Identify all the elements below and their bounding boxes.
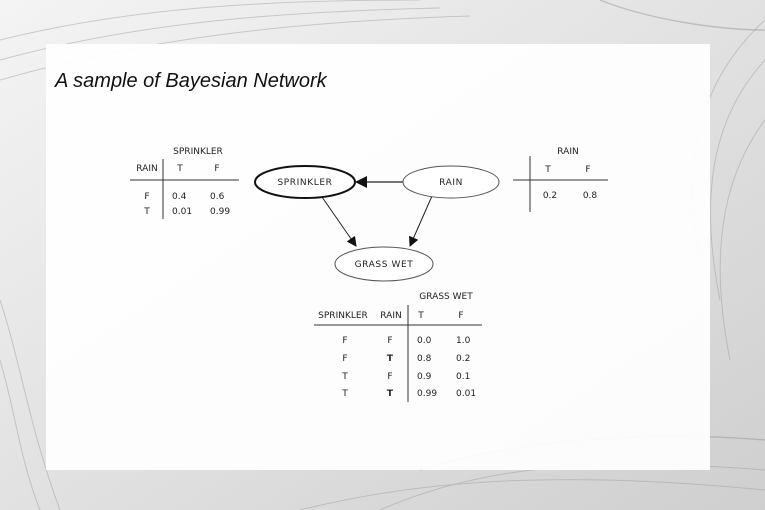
grass-wet-cpt-col-t: T: [417, 311, 424, 321]
grass-wet-cpt-header-rain: RAIN: [380, 311, 401, 321]
sprinkler-cpt-row1-rain: F: [144, 192, 149, 202]
node-rain-label: RAIN: [439, 178, 463, 188]
node-sprinkler: SPRINKLER: [254, 165, 356, 199]
grass-wet-cpt-row4-rain: T: [387, 389, 394, 399]
rain-cpt-col-f: F: [585, 165, 590, 175]
rain-cpt-table: RAIN T F 0.2 0.8: [513, 147, 608, 212]
rain-cpt-title: RAIN: [557, 147, 578, 157]
grass-wet-cpt-row2-f: 0.2: [456, 354, 470, 364]
grass-wet-cpt-row4-f: 0.01: [456, 389, 476, 399]
grass-wet-cpt-row4-t: 0.99: [417, 389, 437, 399]
grass-wet-cpt-row3-t: 0.9: [417, 372, 432, 382]
grass-wet-cpt-row1-f: 1.0: [456, 336, 471, 346]
sprinkler-cpt-row2-t: 0.01: [172, 207, 192, 217]
node-grass-wet-label: GRASS WET: [355, 260, 414, 270]
grass-wet-cpt-row1-t: 0.0: [417, 336, 432, 346]
slide-title: A sample of Bayesian Network: [55, 70, 327, 92]
grass-wet-cpt-row1-rain: F: [387, 336, 392, 346]
grass-wet-cpt-table: GRASS WET SPRINKLER RAIN T F F F 0.0 1.0…: [314, 292, 482, 402]
grass-wet-cpt-row2-sprinkler: F: [342, 354, 347, 364]
grass-wet-cpt-row3-f: 0.1: [456, 372, 470, 382]
grass-wet-cpt-row4-sprinkler: T: [341, 389, 348, 399]
sprinkler-cpt-row2-f: 0.99: [210, 207, 230, 217]
rain-cpt-value-f: 0.8: [583, 191, 598, 201]
sprinkler-cpt-col-f: F: [214, 164, 219, 174]
rain-cpt-col-t: T: [544, 165, 551, 175]
grass-wet-cpt-col-f: F: [458, 311, 463, 321]
node-sprinkler-label: SPRINKLER: [277, 178, 332, 188]
edge-rain-to-grass-wet: [409, 195, 433, 247]
grass-wet-cpt-title: GRASS WET: [419, 292, 473, 302]
edge-sprinkler-to-grass-wet: [321, 196, 357, 247]
grass-wet-cpt-row2-rain: T: [387, 354, 394, 364]
sprinkler-cpt-table: SPRINKLER RAIN T F F 0.4 0.6 T 0.01 0.99: [130, 147, 239, 219]
grass-wet-cpt-row3-sprinkler: T: [341, 372, 348, 382]
sprinkler-cpt-row1-t: 0.4: [172, 192, 187, 202]
sprinkler-cpt-col-t: T: [176, 164, 183, 174]
grass-wet-cpt-header-sprinkler: SPRINKLER: [318, 311, 368, 321]
grass-wet-cpt-row1-sprinkler: F: [342, 336, 347, 346]
sprinkler-cpt-row1-f: 0.6: [210, 192, 225, 202]
sprinkler-cpt-title: SPRINKLER: [173, 147, 223, 157]
grass-wet-cpt-row3-rain: F: [387, 372, 392, 382]
sprinkler-cpt-row2-rain: T: [143, 207, 150, 217]
sprinkler-cpt-parent-header: RAIN: [136, 164, 157, 174]
grass-wet-cpt-row2-t: 0.8: [417, 354, 432, 364]
node-rain: RAIN: [402, 165, 500, 199]
rain-cpt-value-t: 0.2: [543, 191, 557, 201]
node-grass-wet: GRASS WET: [334, 246, 434, 282]
